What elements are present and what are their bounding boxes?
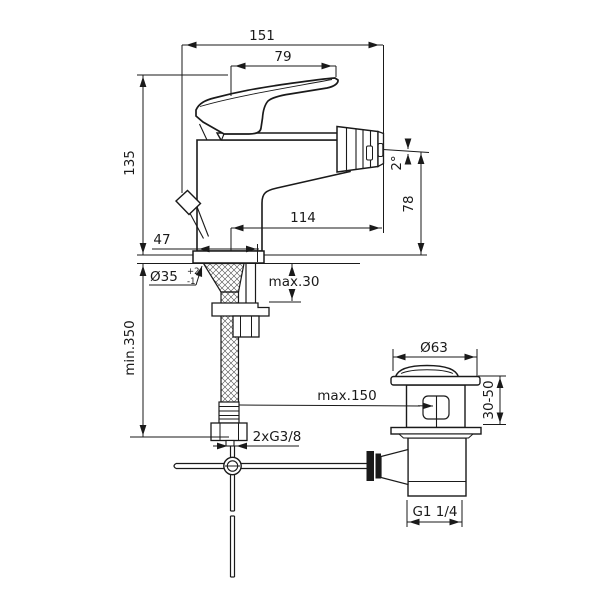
dimension-151: 151 [181, 28, 384, 233]
dimension-deck-thickness: max.30 [269, 264, 320, 303]
plug-dome [394, 364, 460, 378]
dim-waste-range-label: 30-50 [481, 380, 497, 419]
drain-lower-flange [390, 426, 482, 435]
dimension-waste-thread: G1 1/4 [406, 500, 463, 527]
rod-coupler [366, 451, 374, 481]
dim-rod-length-label: max.150 [317, 388, 376, 404]
dim-spout-reach-label: 114 [290, 210, 316, 226]
hose-end-fitting [218, 401, 240, 424]
dimension-79: 79 [230, 49, 337, 96]
dim-handle-length-label: 79 [274, 49, 291, 65]
under-deck-installation [202, 262, 270, 447]
dimension-114: 114 [230, 210, 382, 251]
dimension-hose-clearance: min.350 [122, 264, 229, 438]
dim-spout-height-label: 78 [401, 195, 417, 212]
dimension-hole-diameter: Ø35 +2 -1 [149, 265, 203, 287]
lever-handle [195, 77, 339, 141]
dim-supply-thread-label: 2xG3/8 [253, 429, 302, 445]
dimension-waste-range: 30-50 [478, 375, 506, 425]
dim-deck-thickness-label: max.30 [269, 274, 320, 290]
hose-flare [202, 262, 245, 293]
dim-height-label: 135 [122, 150, 138, 176]
dimension-47: 47 [152, 232, 259, 262]
dim-hole-diameter-label: Ø35 [150, 269, 178, 285]
dim-overall-width-label: 151 [249, 28, 275, 44]
faucet-base-plate [192, 250, 265, 264]
drain-flange [390, 375, 481, 386]
dimension-supply-thread: 2xG3/8 [213, 429, 302, 450]
rod-coupler-cone [380, 448, 409, 486]
popup-control-knob [174, 189, 210, 239]
supply-nut-g38 [210, 422, 248, 447]
mounting-deck-lines [137, 254, 427, 264]
dimension-rod-length: max.150 [238, 388, 434, 410]
mounting-plate [211, 302, 270, 317]
drain-tailpiece [407, 437, 467, 497]
popup-rod-linkage [173, 446, 368, 578]
dim-hole-tol-plus: +2 [187, 267, 200, 277]
dim-waste-thread-label: G1 1/4 [412, 504, 457, 520]
dim-spout-angle-label: 2° [389, 155, 405, 170]
dim-base-depth-label: 47 [153, 232, 170, 248]
dim-waste-cap-label: Ø63 [420, 340, 448, 356]
dimension-waste-cap: Ø63 [392, 340, 478, 376]
faucet-body [174, 77, 385, 264]
mounting-nut [232, 315, 260, 338]
dim-hole-tol-minus: -1 [187, 277, 195, 287]
dimension-78-and-2deg: 2° 78 [382, 138, 430, 255]
spout [336, 125, 385, 173]
dimension-135: 135 [122, 74, 228, 255]
dim-hose-clearance-label: min.350 [122, 320, 138, 376]
waste-drain-assembly [366, 364, 482, 497]
